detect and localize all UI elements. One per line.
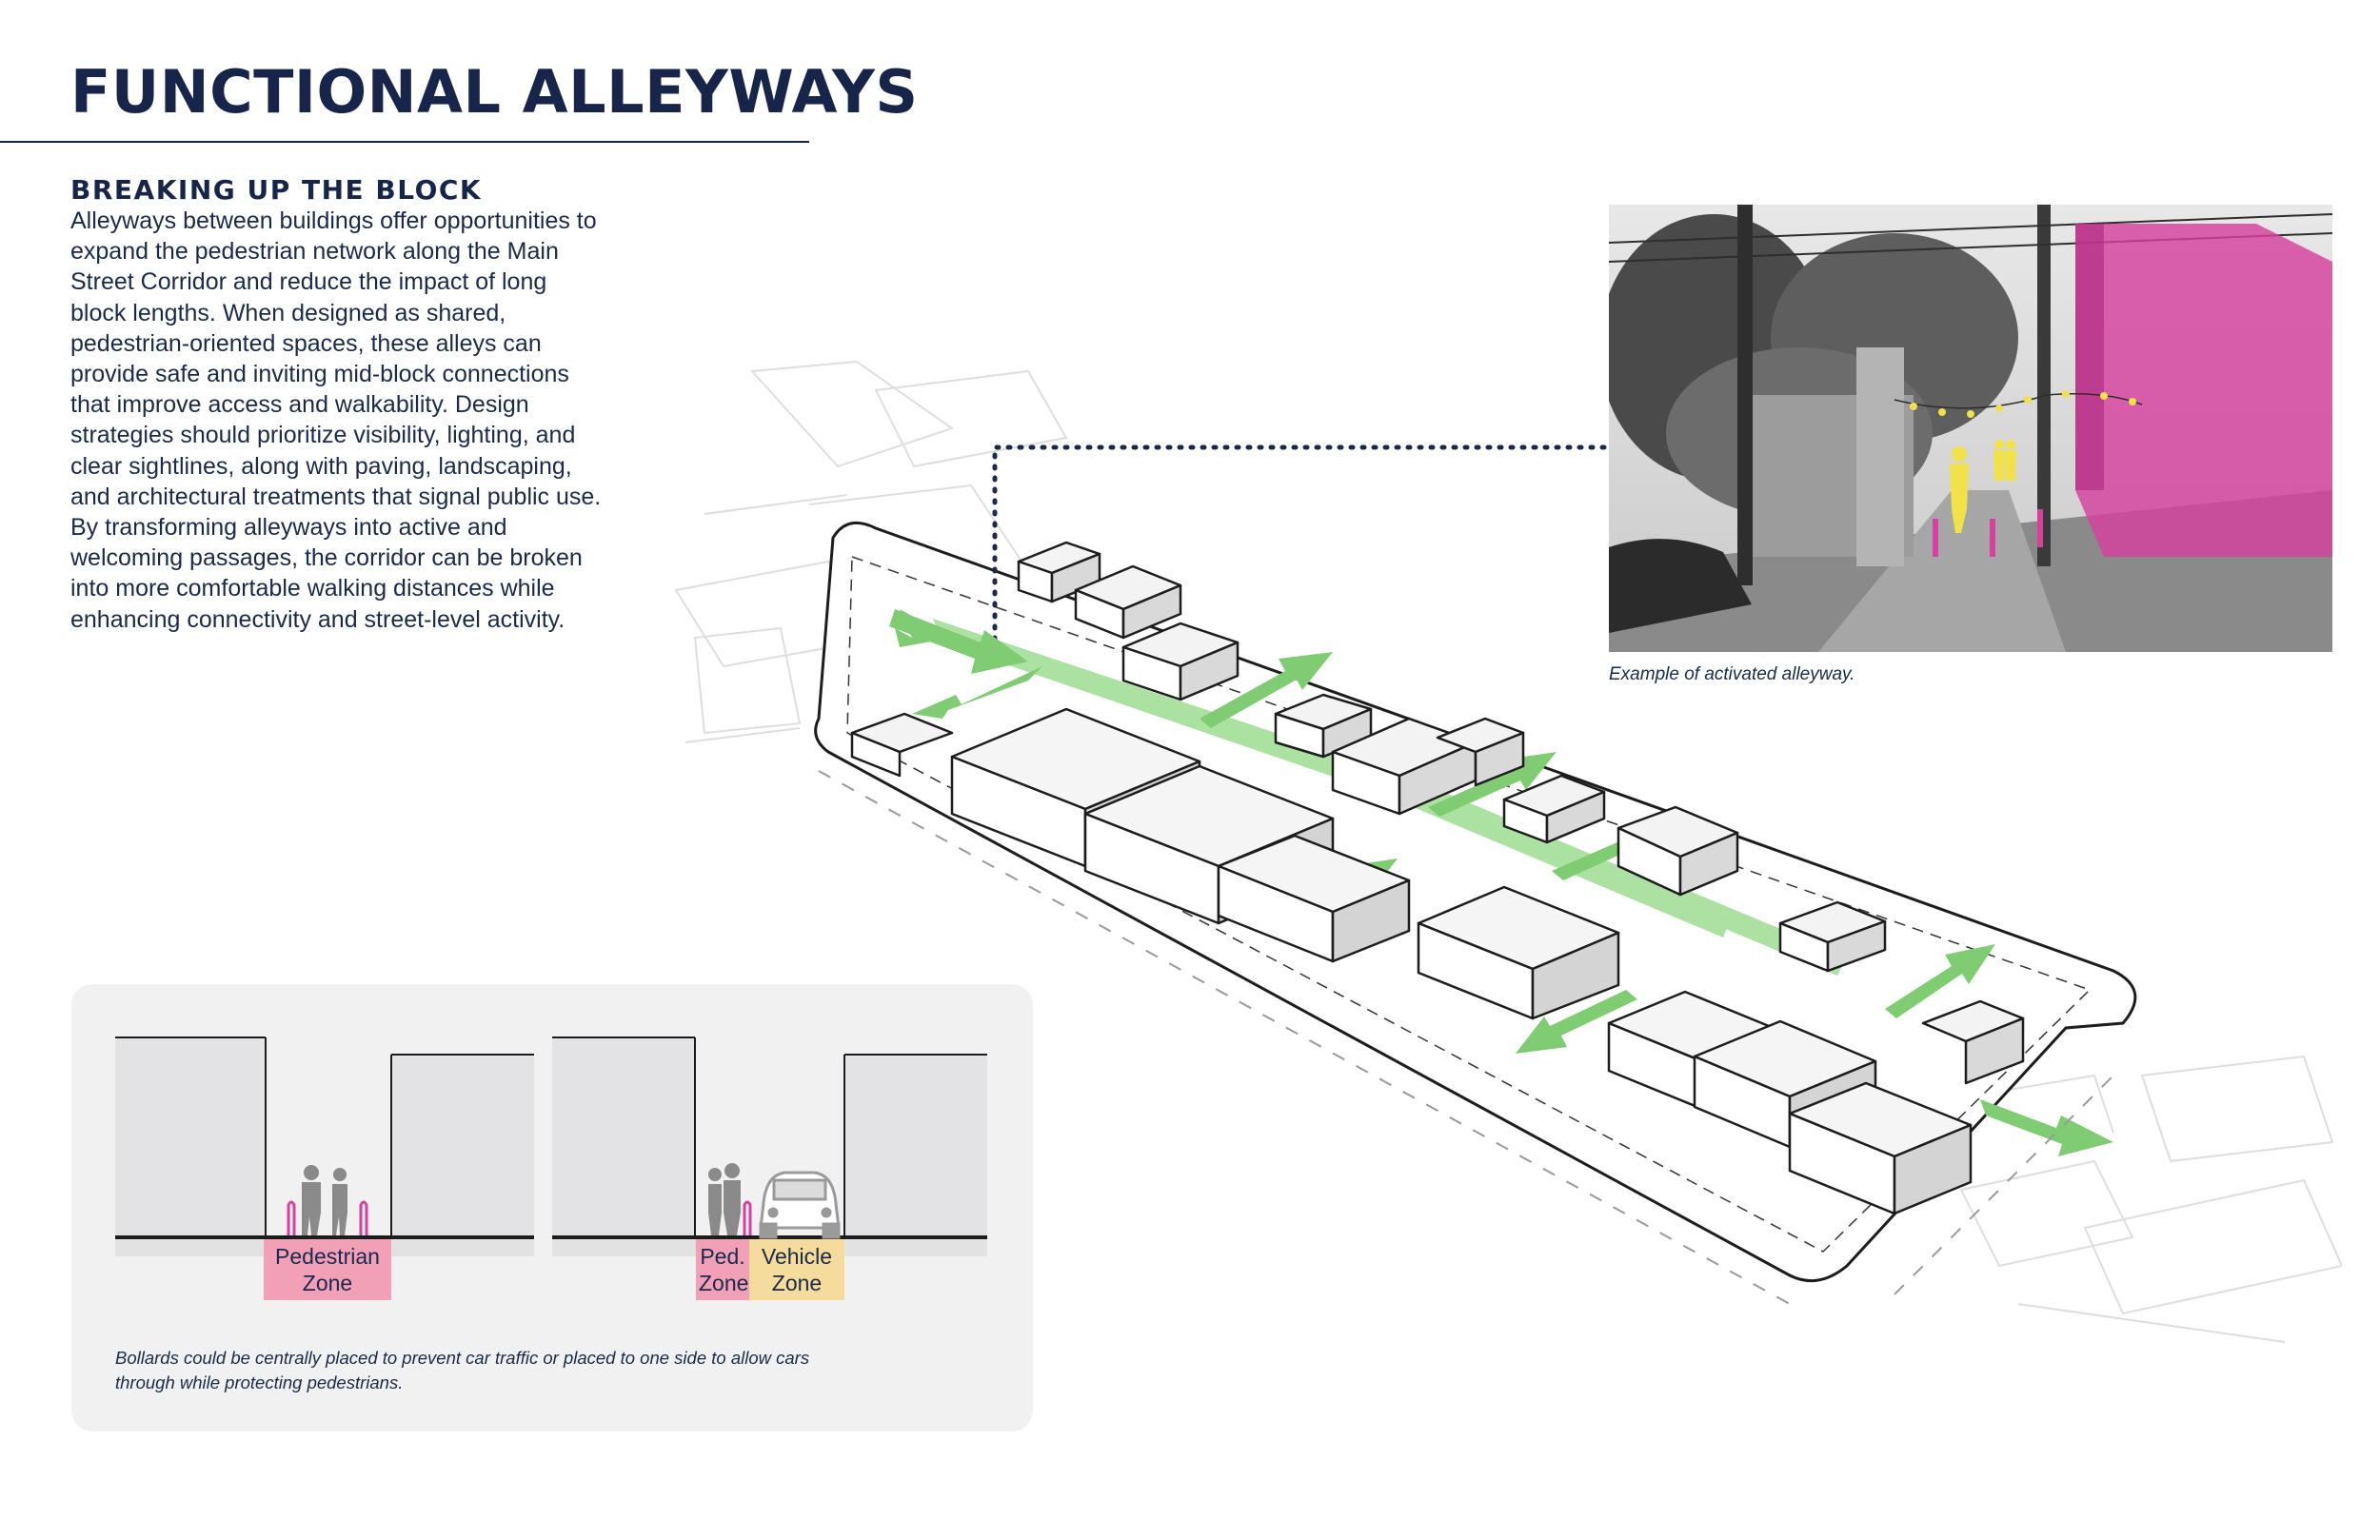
ped-zone-label: Ped. Zone [696,1239,749,1300]
commercial-1 [850,712,954,778]
photo-connector [992,444,1607,654]
section-shared [552,1037,987,1256]
alley-photo [1609,205,2332,652]
person-icon [708,1163,741,1235]
person-icon [302,1165,347,1235]
commercial-5 [1417,885,1620,1020]
alley-sections-panel: Pedestrian Zone Ped. Zone Vehicle Zone B… [71,984,1033,1431]
vehicle-zone-label: Vehicle Zone [749,1239,844,1300]
block-inner-line [846,555,2092,1253]
arrow-2 [912,666,1042,719]
context-lines [674,360,2342,1343]
house-3 [1121,622,1240,701]
bollard-icon [1933,509,2043,557]
pedestrian-zone-text: Pedestrian Zone [275,1244,380,1295]
arrow-4 [1428,752,1557,817]
intro-paragraph: Alleyways between buildings offer opport… [70,207,602,633]
commercial-9 [1921,999,2025,1085]
house-4 [1274,693,1373,759]
page-title: FUNCTIONAL ALLEYWAYS [70,57,919,127]
commercial-4 [1217,834,1411,963]
arrow-3 [1200,652,1333,728]
alley-section-drawings [115,1037,987,1256]
title-divider [0,141,809,143]
buildings [850,541,2025,1215]
arrow-1 [889,609,1028,674]
bollard-icon [287,1200,368,1235]
vehicle-zone-text: Vehicle Zone [761,1244,833,1295]
sections-caption: Bollards could be centrally placed to pr… [115,1348,810,1392]
section-subtitle: BREAKING UP THE BLOCK [70,174,483,206]
house-2 [1074,564,1182,640]
house-8 [1616,805,1739,897]
house-6 [1436,717,1525,787]
alley-block-diagram [674,360,2342,1343]
person-icon [1950,440,2016,533]
commercial-8 [1788,1081,1973,1215]
house-7 [1502,774,1606,844]
section-pedestrian-only [115,1037,534,1256]
arrow-9 [1980,1099,2113,1156]
pedestrian-zone-label: Pedestrian Zone [264,1239,391,1300]
house-5 [1331,717,1478,816]
bollard-icon [743,1200,752,1235]
ped-zone-text: Ped. Zone [699,1244,749,1295]
arrow-7 [1516,990,1637,1054]
car-icon [759,1171,841,1239]
arrow-8 [1885,944,1995,1018]
house-9 [1778,900,1887,973]
photo-caption: Example of activated alleyway. [1609,664,1855,684]
